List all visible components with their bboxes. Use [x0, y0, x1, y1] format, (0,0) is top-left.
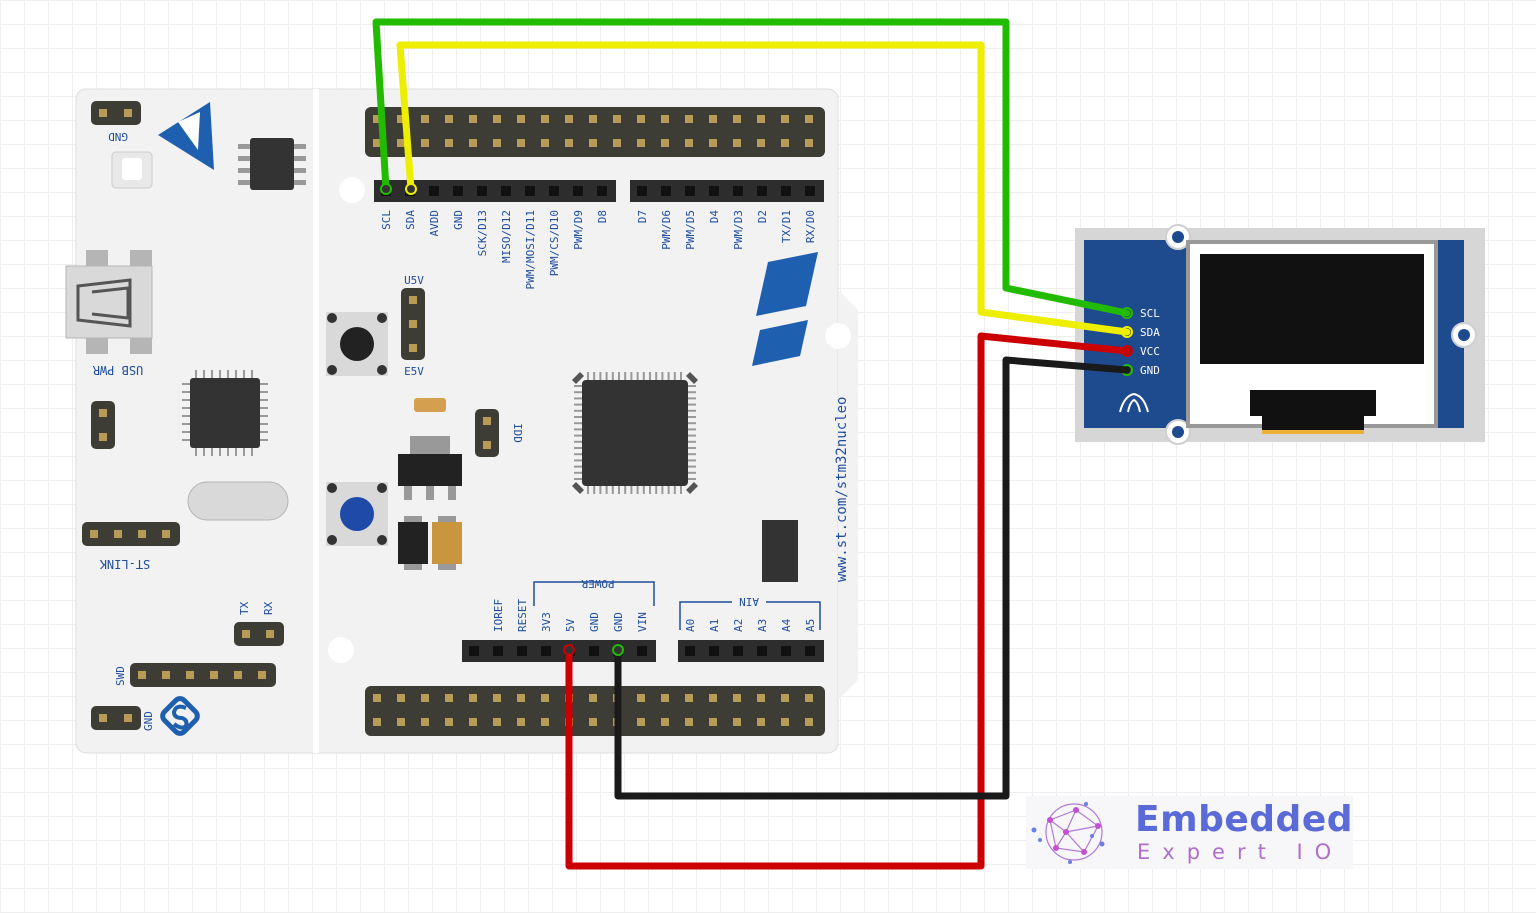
mount-hole [339, 177, 365, 203]
pin-label: GND [588, 612, 601, 632]
pin-label: GND [612, 612, 625, 632]
power-header-labels: POWER IOREF RESET 3V3 5V GND GND VIN [492, 577, 655, 632]
pin-label: MISO/D12 [500, 210, 513, 263]
crystal [187, 481, 289, 521]
oled-brand-icon [1119, 392, 1149, 413]
analog-header-labels: AIN A0 A1 A2 A3 A4 A5 [679, 595, 821, 632]
top-header-labels: SCL SDA AVDD GND SCK/D13 MISO/D12 PWM/MO… [380, 210, 817, 290]
mount-hole [825, 323, 851, 349]
pin-label: 3V3 [540, 612, 553, 632]
nucleo-logo-icon [160, 696, 200, 736]
pin-label: AVDD [428, 210, 441, 237]
oled-module: SCL SDA VCC GND [1075, 224, 1485, 445]
pin-label: A3 [756, 619, 769, 632]
morpho-header-bottom [365, 686, 825, 736]
wires [372, 18, 1131, 870]
u5v-label: U5V [404, 274, 424, 287]
stlink-mcu [190, 378, 260, 448]
reset-button[interactable] [326, 312, 388, 376]
pin-label: D2 [756, 210, 769, 223]
usb-connector [65, 265, 153, 339]
oled-pin-label-vcc: VCC [1140, 345, 1160, 358]
rx-label: RX [262, 601, 275, 615]
e5v-label: E5V [404, 365, 424, 378]
wire-gnd[interactable] [614, 356, 1131, 800]
tx-label: TX [238, 601, 251, 615]
arduino-header-power [462, 640, 656, 662]
logo-subtitle: Expert IO [1137, 840, 1344, 864]
idd-label: IDD [511, 423, 524, 443]
voltage-regulator [410, 436, 450, 454]
pin-label: A5 [804, 619, 817, 632]
analog-title: AIN [739, 595, 759, 608]
pin-label: PWM/MOSI/D11 [524, 210, 537, 289]
pin-label: A0 [684, 619, 697, 632]
embedded-expert-io-logo: Embedded Expert IO [1026, 796, 1353, 869]
nucleo-board: GND USB PWR [65, 88, 858, 754]
wire-sda[interactable] [396, 41, 1131, 336]
gnd-bottom-label: GND [142, 711, 155, 731]
arm-logo-icon [158, 102, 214, 170]
usb-pwr-label: USB PWR [92, 363, 143, 377]
wire-vcc[interactable] [565, 332, 1131, 870]
pin-label: D7 [636, 210, 649, 223]
oled-pin-label-scl: SCL [1140, 307, 1160, 320]
network-globe-icon [1031, 802, 1105, 864]
power-title: POWER [581, 577, 614, 590]
pin-label: PWM/D3 [732, 210, 745, 250]
pin-label: PWM/D5 [684, 210, 697, 250]
oled-screen [1200, 254, 1424, 364]
eeprom-chip [250, 138, 294, 190]
morpho-header-top [365, 107, 825, 157]
swd-label: SWD [114, 666, 127, 686]
pin-label: A4 [780, 618, 793, 632]
pin-label: D8 [596, 210, 609, 223]
gnd-top-label: GND [108, 130, 128, 143]
pin-label: D4 [708, 210, 721, 224]
pin-label: VIN [636, 612, 649, 632]
pin-label: RESET [516, 599, 529, 632]
pin-label: A2 [732, 619, 745, 632]
pin-label: PWM/D9 [572, 210, 585, 250]
pin-label: 5V [564, 618, 577, 632]
pin-label: A1 [708, 619, 721, 632]
pin-label: SCK/D13 [476, 210, 489, 256]
pin-label: GND [452, 210, 465, 230]
pin-label: SCL [380, 210, 393, 230]
oled-pin-label-gnd: GND [1140, 364, 1160, 377]
board-notch [838, 290, 858, 700]
pin-label: PWM/CS/D10 [548, 210, 561, 276]
pin-label: TX/D1 [780, 210, 793, 243]
pin-label: IOREF [492, 599, 505, 632]
pin-label: PWM/D6 [660, 210, 673, 250]
board-url: www.st.com/stm32nucleo [834, 397, 850, 582]
st-logo-icon: ST [752, 252, 818, 366]
logo-wordmark: Embedded [1135, 799, 1354, 840]
st-link-label: ST-LINK [99, 557, 150, 571]
pin-label: SDA [404, 210, 417, 230]
mount-hole [328, 637, 354, 663]
wire-scl[interactable] [372, 18, 1131, 317]
arduino-header-analog [678, 640, 824, 662]
stm32-mcu [572, 372, 698, 494]
pin-label: RX/D0 [804, 210, 817, 243]
user-button[interactable] [326, 482, 388, 546]
arduino-header-top-2 [630, 180, 824, 202]
oled-pin-label-sda: SDA [1140, 326, 1160, 339]
